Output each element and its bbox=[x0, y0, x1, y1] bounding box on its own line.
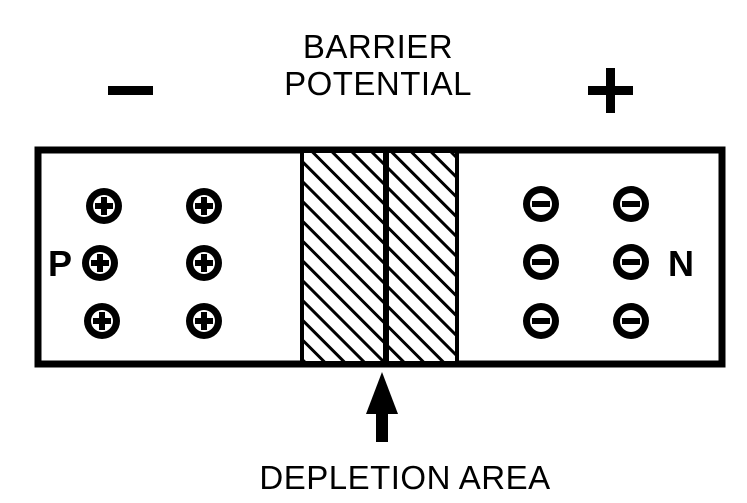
positive-ion bbox=[186, 303, 222, 339]
negative-ion bbox=[523, 186, 559, 222]
depletion-area-label: DEPLETION AREA bbox=[259, 459, 550, 496]
negative-polarity-sign bbox=[108, 86, 153, 95]
positive-polarity-sign bbox=[588, 68, 633, 113]
barrier-potential-title-line1: BARRIER bbox=[303, 28, 453, 65]
positive-ion bbox=[186, 188, 222, 224]
p-label: P bbox=[48, 243, 72, 284]
negative-ion bbox=[613, 186, 649, 222]
positive-ion bbox=[82, 245, 118, 281]
negative-ion bbox=[523, 244, 559, 280]
barrier-potential-title-line2: POTENTIAL bbox=[284, 65, 472, 102]
n-label: N bbox=[668, 243, 694, 284]
depletion-arrow bbox=[366, 372, 398, 442]
negative-ion bbox=[523, 303, 559, 339]
positive-ion bbox=[86, 188, 122, 224]
p-region-ions bbox=[82, 188, 222, 339]
junction-box bbox=[34, 146, 726, 368]
n-region-ions bbox=[523, 186, 649, 339]
negative-ion bbox=[613, 244, 649, 280]
positive-ion bbox=[186, 245, 222, 281]
positive-ion bbox=[84, 303, 120, 339]
negative-ion bbox=[613, 303, 649, 339]
depletion-region bbox=[300, 153, 459, 361]
